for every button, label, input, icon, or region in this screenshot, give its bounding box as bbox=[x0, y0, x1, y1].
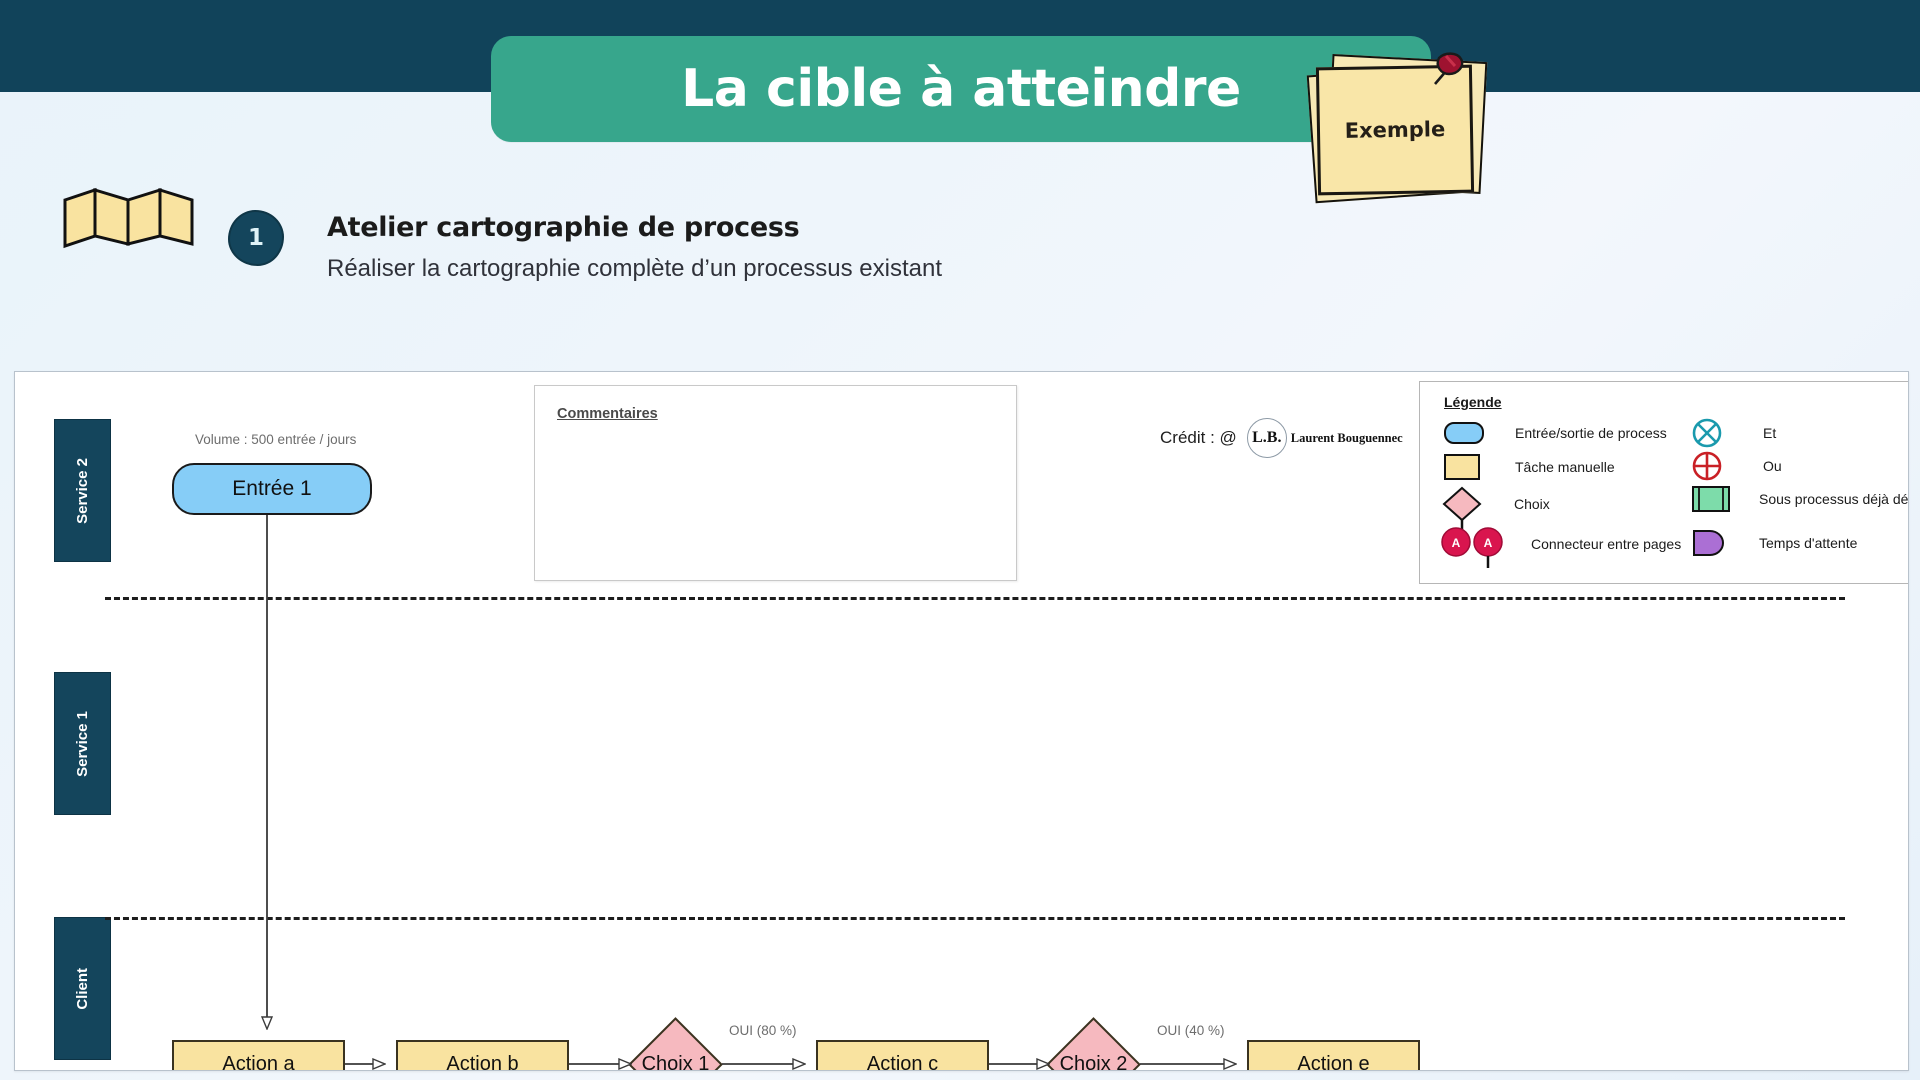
step-badge: 1 bbox=[228, 210, 284, 266]
swimlane-text: Service 2 bbox=[74, 457, 91, 524]
delay-icon bbox=[1693, 530, 1724, 556]
legend-item-sous-processus: Sous processus déjà décrit bbox=[1692, 486, 1909, 512]
legend-label: Connecteur entre pages bbox=[1531, 536, 1682, 552]
credit-block: Crédit : @ L.B. Laurent Bouguennec bbox=[1160, 418, 1403, 458]
legend-item-tache-manuelle: Tâche manuelle bbox=[1444, 454, 1615, 480]
annotation-oui-40: OUI (40 %) bbox=[1157, 1023, 1225, 1038]
node-label: Action b bbox=[446, 1052, 519, 1071]
diamond-icon bbox=[1442, 486, 1482, 530]
credit-author-name: Laurent Bouguennec bbox=[1290, 430, 1403, 445]
node-label: Choix 2 bbox=[1059, 1053, 1128, 1071]
title-banner: La cible à atteindre bbox=[491, 36, 1431, 142]
terminal-icon bbox=[1444, 422, 1484, 444]
swimlane-text: Client bbox=[74, 967, 91, 1010]
sticky-note-label: Exemple bbox=[1344, 117, 1446, 143]
legend-label: Choix bbox=[1514, 496, 1550, 512]
diagram-canvas: Service 2 Service 1 Client Commentaires … bbox=[14, 371, 1909, 1071]
legend-item-choix: Choix bbox=[1442, 486, 1550, 530]
legend-label: Tâche manuelle bbox=[1515, 459, 1615, 475]
lane-separator-1 bbox=[105, 597, 1845, 600]
section-subtitle: Réaliser la cartographie complète d’un p… bbox=[327, 255, 942, 282]
svg-text:A: A bbox=[1452, 536, 1461, 550]
rectangle-icon bbox=[1444, 454, 1480, 480]
legend-item-et: Et bbox=[1692, 418, 1776, 448]
legend-item-ou: Ou bbox=[1692, 450, 1782, 482]
legend-label: Sous processus déjà décrit bbox=[1759, 491, 1909, 507]
node-label: Action a bbox=[222, 1052, 295, 1071]
comments-box[interactable]: Commentaires bbox=[534, 385, 1017, 581]
sticky-note: Exemple bbox=[1305, 48, 1490, 208]
node-label: Action e bbox=[1297, 1052, 1370, 1071]
legend-item-entree-sortie: Entrée/sortie de process bbox=[1444, 421, 1667, 445]
lane-separator-2 bbox=[105, 917, 1845, 920]
node-label: Choix 1 bbox=[641, 1053, 710, 1071]
annotation-volume: Volume : 500 entrée / jours bbox=[195, 432, 357, 447]
node-choix-2[interactable]: Choix 2 bbox=[1046, 1017, 1141, 1070]
legend-item-temps-attente: Temps d'attente bbox=[1692, 530, 1857, 556]
swimlane-label-service-2: Service 2 bbox=[54, 419, 111, 562]
page-title: La cible à atteindre bbox=[681, 59, 1241, 119]
section-title: Atelier cartographie de process bbox=[327, 212, 800, 243]
legend-label: Ou bbox=[1763, 458, 1782, 474]
or-gate-icon bbox=[1692, 451, 1722, 481]
node-entree-1[interactable]: Entrée 1 bbox=[172, 463, 372, 515]
node-action-b[interactable]: Action b bbox=[396, 1040, 569, 1071]
legend-label: Et bbox=[1763, 425, 1777, 441]
svg-text:A: A bbox=[1484, 536, 1493, 550]
legend-panel: Légende Entrée/sortie de process Tâche m… bbox=[1419, 381, 1909, 584]
node-action-e-top[interactable]: Action e bbox=[1247, 1040, 1420, 1071]
pushpin-icon bbox=[1434, 52, 1464, 85]
and-gate-icon bbox=[1692, 418, 1722, 448]
map-icon bbox=[63, 187, 194, 249]
node-label: Entrée 1 bbox=[232, 477, 312, 500]
node-action-c[interactable]: Action c bbox=[816, 1040, 989, 1071]
node-action-a[interactable]: Action a bbox=[172, 1040, 345, 1071]
legend-label: Entrée/sortie de process bbox=[1515, 425, 1667, 441]
legend-label: Temps d'attente bbox=[1759, 535, 1858, 551]
swimlane-label-service-1: Service 1 bbox=[54, 672, 111, 815]
annotation-oui-80: OUI (80 %) bbox=[729, 1023, 797, 1038]
node-label: Action c bbox=[866, 1052, 939, 1071]
comments-title: Commentaires bbox=[557, 406, 658, 422]
step-badge-number: 1 bbox=[247, 225, 264, 251]
node-choix-1[interactable]: Choix 1 bbox=[628, 1017, 723, 1070]
swimlane-label-client: Client bbox=[54, 917, 111, 1060]
swimlane-text: Service 1 bbox=[74, 710, 91, 777]
legend-item-connecteur: A A Connecteur entre pages bbox=[1440, 526, 1682, 568]
connector-icon: A A bbox=[1441, 527, 1503, 568]
credit-label: Crédit : @ bbox=[1160, 428, 1237, 447]
legend-title: Légende bbox=[1444, 394, 1502, 410]
subprocess-icon bbox=[1692, 486, 1730, 512]
credit-logo-icon: L.B. bbox=[1246, 418, 1287, 458]
